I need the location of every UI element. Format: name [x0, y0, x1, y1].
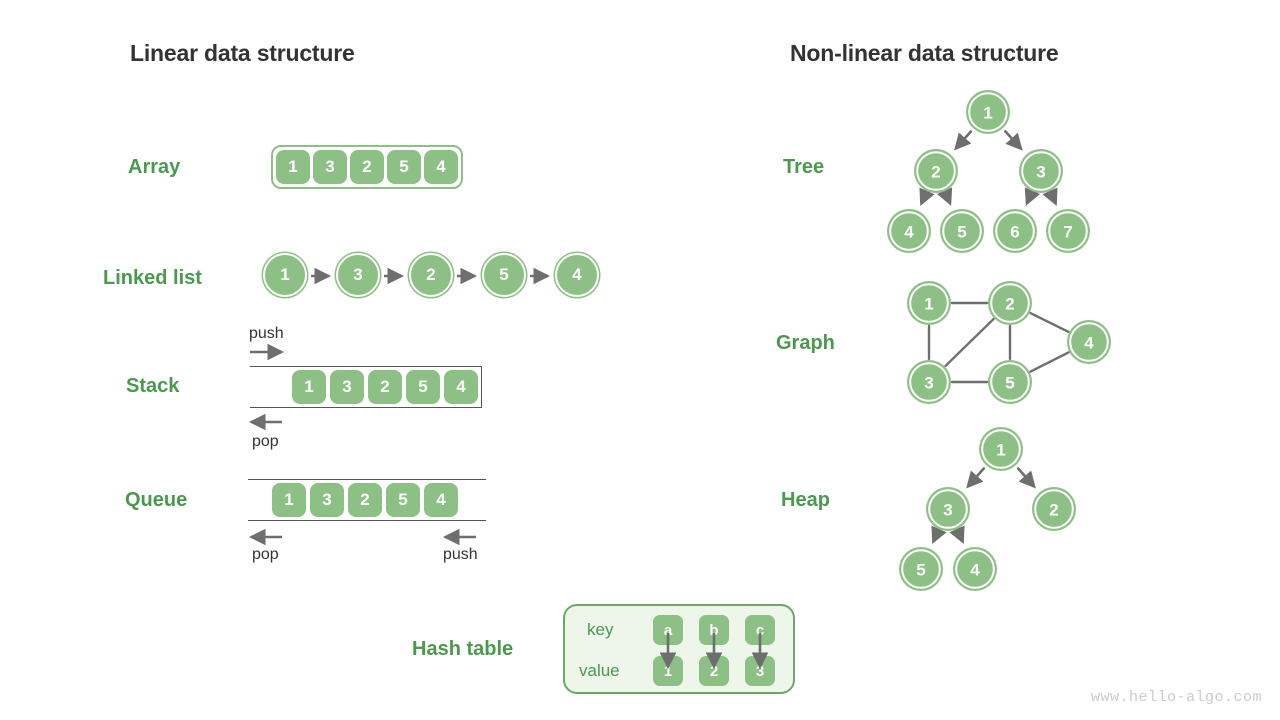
queue-pop-arrow-icon: [248, 528, 282, 546]
tree-node-label: 7: [1063, 223, 1072, 242]
linked-list-node: 4: [555, 253, 599, 297]
heap-node-label: 1: [996, 441, 1005, 460]
hash-value-label: value: [579, 661, 620, 680]
stack-pop-arrow-icon: [248, 413, 282, 431]
heap-node-label: 2: [1049, 501, 1058, 520]
queue-push-label: push: [443, 546, 478, 563]
heap-node-label: 4: [970, 561, 980, 580]
tree-node-label: 6: [1010, 223, 1019, 242]
tree-node: 6: [993, 209, 1037, 253]
heap-edge-arrow-icon: [1016, 467, 1036, 489]
tree-edge-arrow-icon: [954, 130, 973, 151]
heap-node: 5: [899, 547, 943, 591]
tree-node-label: 5: [957, 223, 966, 242]
queue-cell: 3: [310, 483, 344, 517]
row-label-heap: Heap: [781, 489, 830, 511]
stack-pop-label: pop: [252, 433, 279, 450]
stack-cell: 4: [444, 370, 478, 404]
graph-node: 5: [988, 360, 1032, 404]
stack-cell: 2: [368, 370, 402, 404]
row-label-array: Array: [128, 156, 181, 178]
queue-cell: 5: [386, 483, 420, 517]
heap-edge-arrow-icon: [931, 525, 947, 545]
graph-edge: [1029, 311, 1070, 334]
heap-edge-arrow-icon: [966, 467, 986, 489]
array-cell: 4: [424, 150, 458, 184]
tree-edge-arrow-icon: [1042, 187, 1058, 207]
tree-node: 7: [1046, 209, 1090, 253]
graph-node: 3: [907, 360, 951, 404]
stack-push-arrow-icon: [250, 343, 285, 361]
page-title-nonlinear: Non-linear data structure: [790, 40, 1059, 66]
hash-key-label: key: [587, 620, 614, 639]
linked-list-node: 2: [409, 253, 453, 297]
heap-node: 2: [1032, 487, 1076, 531]
graph-node-label: 2: [1005, 295, 1014, 314]
linked-list-arrows: [311, 267, 551, 285]
row-label-graph: Graph: [776, 332, 835, 354]
graph-node-label: 5: [1005, 374, 1014, 393]
graph-node: 2: [988, 281, 1032, 325]
linked-list-node: 5: [482, 253, 526, 297]
graph-node-label: 3: [924, 374, 933, 393]
array-cell: 2: [350, 150, 384, 184]
stack-cell: 1: [292, 370, 326, 404]
row-label-hash-table: Hash table: [412, 638, 514, 660]
tree-node: 5: [940, 209, 984, 253]
graph-edge: [1029, 351, 1070, 373]
heap-node: 1: [979, 427, 1023, 471]
queue-push-arrow-icon: [442, 528, 476, 546]
page-title-linear: Linear data structure: [130, 40, 355, 66]
stack-push-label: push: [249, 325, 284, 342]
tree-node: 1: [966, 90, 1010, 134]
stack-cell: 3: [330, 370, 364, 404]
tree-node-label: 3: [1036, 163, 1045, 182]
graph-edge: [944, 317, 995, 368]
array-cell: 3: [313, 150, 347, 184]
tree-edge-arrow-icon: [1024, 187, 1041, 206]
linked-list-node: 3: [336, 253, 380, 297]
tree-edge-arrow-icon: [1004, 130, 1023, 151]
array-cell: 1: [276, 150, 310, 184]
queue-cell: 4: [424, 483, 458, 517]
array-cell: 5: [387, 150, 421, 184]
watermark: www.hello-algo.com: [1090, 689, 1262, 706]
tree-node-label: 4: [904, 223, 914, 242]
queue-cell: 1: [272, 483, 306, 517]
tree-edge-arrow-icon: [919, 187, 935, 207]
row-label-tree: Tree: [783, 156, 825, 178]
row-label-linked-list: Linked list: [103, 267, 202, 289]
heap-edge-arrow-icon: [949, 525, 965, 545]
tree-node: 2: [914, 149, 958, 193]
heap-node: 3: [926, 487, 970, 531]
heap-node: 4: [953, 547, 997, 591]
tree-node: 4: [887, 209, 931, 253]
tree-edge-arrow-icon: [936, 187, 953, 206]
heap-node-label: 5: [916, 561, 925, 580]
tree-node: 3: [1019, 149, 1063, 193]
hash-arrows: [659, 633, 769, 670]
queue-cell: 2: [348, 483, 382, 517]
tree-node-label: 1: [983, 104, 992, 123]
graph-node-label: 1: [924, 295, 933, 314]
row-label-stack: Stack: [126, 375, 180, 397]
graph-node: 1: [907, 281, 951, 325]
graph-node-label: 4: [1084, 334, 1094, 353]
linked-list-node: 1: [263, 253, 307, 297]
tree-node-label: 2: [931, 163, 940, 182]
row-label-queue: Queue: [125, 489, 188, 511]
stack-cell: 5: [406, 370, 440, 404]
queue-pop-label: pop: [252, 546, 279, 563]
heap-node-label: 3: [943, 501, 952, 520]
graph-node: 4: [1067, 320, 1111, 364]
